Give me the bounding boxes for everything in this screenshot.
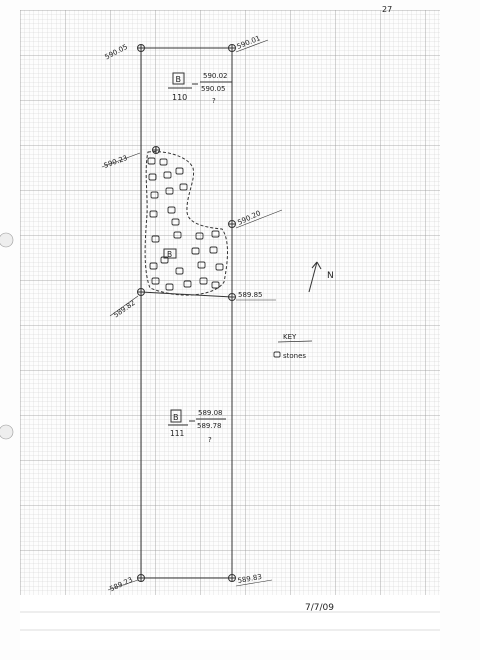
upper-note-value-top: 590.02 <box>203 72 228 80</box>
upper-note-denominator: 110 <box>172 93 187 102</box>
survey-point-markers <box>137 44 236 582</box>
lower-note-denominator: 111 <box>170 429 185 438</box>
upper-note-value-bottom: 590.05 <box>201 85 226 93</box>
north-label: N <box>327 271 334 281</box>
lower-note-value-bottom: 589.78 <box>197 422 222 430</box>
page-number: 27 <box>382 5 392 14</box>
feature-label-box <box>163 248 177 259</box>
lower-note-value-top: 589.08 <box>198 409 223 417</box>
key-title: KEY <box>283 333 297 341</box>
stones <box>147 157 224 291</box>
footer-strip <box>20 595 440 650</box>
north-arrow-icon <box>308 261 322 293</box>
upper-note-query: ? <box>212 97 216 105</box>
lower-note-query: ? <box>208 436 212 444</box>
punch-hole-icon <box>0 424 14 440</box>
lower-level-note: B 111 589.08 589.78 ? <box>168 409 226 444</box>
key-stone-icon <box>273 351 281 358</box>
grid-major <box>20 10 440 595</box>
feature-label: B <box>167 250 172 259</box>
lower-note-square-label: B <box>173 413 179 422</box>
stone-feature-outline <box>144 151 228 296</box>
key-item-label: stones <box>283 352 306 360</box>
trench-outline <box>140 47 233 579</box>
key-legend: KEY stones <box>273 333 313 360</box>
drawing-date: 7/7/09 <box>305 603 334 613</box>
upper-level-note: B 110 590.02 590.05 ? <box>168 72 232 105</box>
upper-note-square-label: B <box>176 75 182 84</box>
punch-hole-icon <box>0 232 14 248</box>
point-label-mid-right-lower: 589.85 <box>238 291 263 299</box>
